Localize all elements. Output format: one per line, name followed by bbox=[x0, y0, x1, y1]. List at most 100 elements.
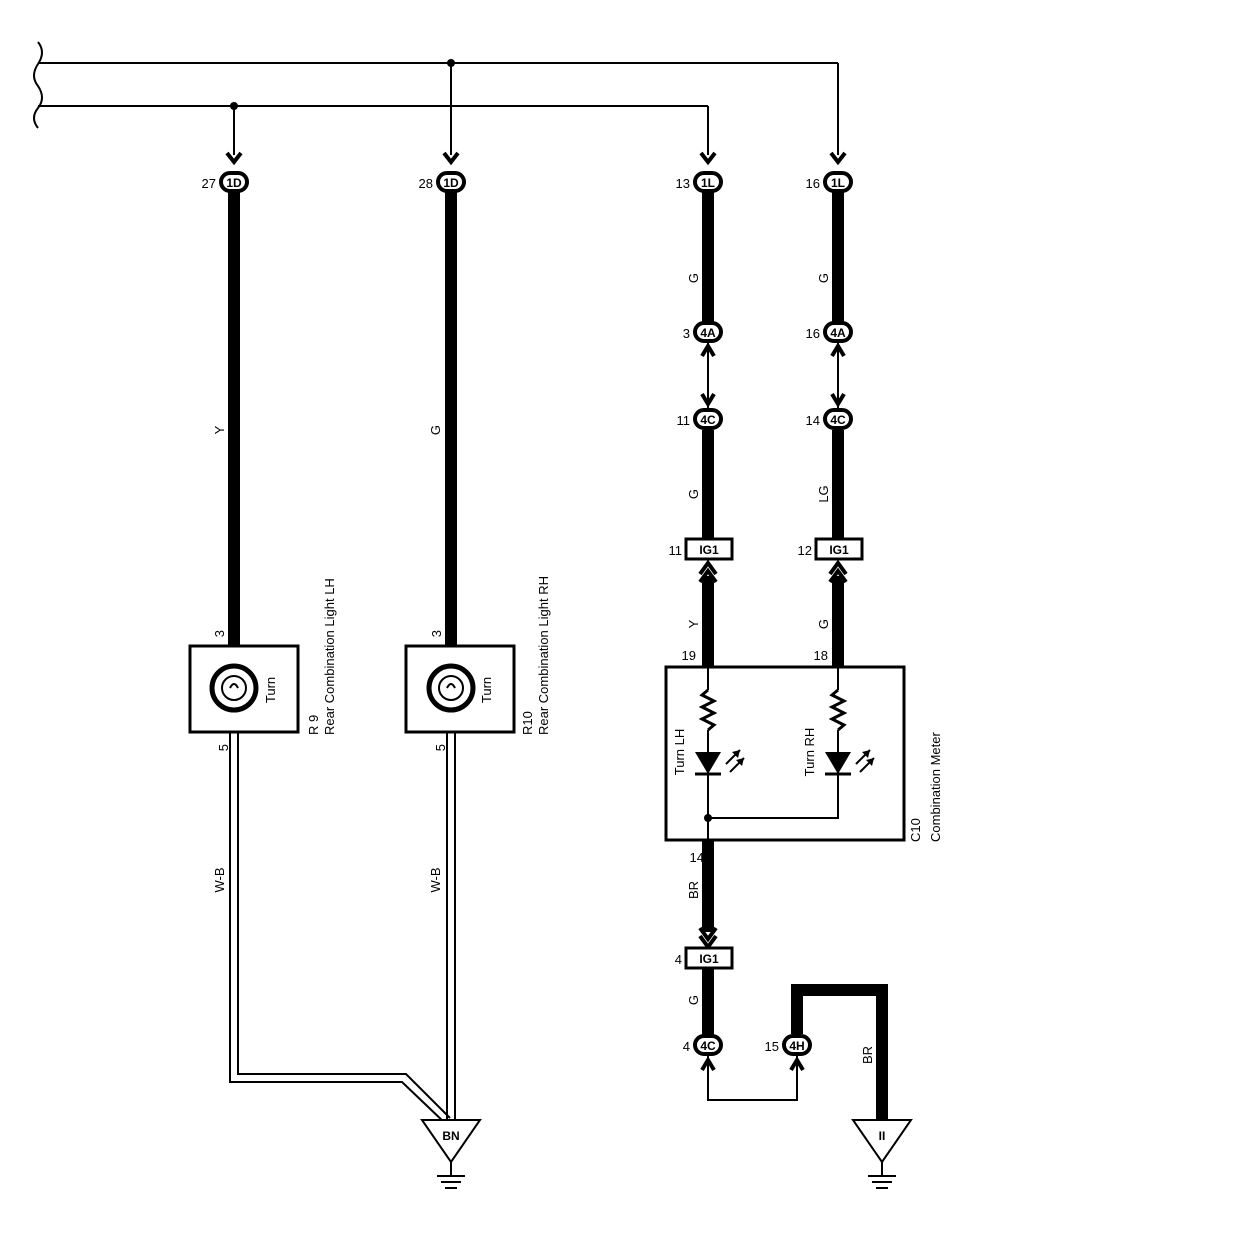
pin-number: 19 bbox=[682, 648, 696, 663]
indicator-label: Turn RH bbox=[802, 728, 817, 777]
wire-lh-main bbox=[228, 192, 240, 646]
component-name: Combination Meter bbox=[928, 732, 943, 842]
wire-c16-mid bbox=[832, 430, 844, 538]
wire-meter-out bbox=[702, 840, 714, 932]
pin-number: 16 bbox=[806, 176, 820, 191]
connector-27-1d: 1D 27 bbox=[202, 171, 249, 193]
wire-c13-mid bbox=[702, 430, 714, 538]
connector-14-4c: 4C 14 bbox=[806, 408, 853, 430]
connector-code: 1D bbox=[226, 176, 242, 190]
ground-code: II bbox=[879, 1129, 886, 1143]
pin-number: 14 bbox=[690, 850, 704, 865]
lamp-function-label: Turn bbox=[479, 677, 494, 703]
wire-color-label: G bbox=[686, 995, 701, 1005]
pin-number: 4 bbox=[683, 1039, 690, 1054]
arrow-up-icon bbox=[789, 1056, 805, 1072]
wire-c13-lower bbox=[702, 576, 714, 668]
arrow-up-icon bbox=[828, 559, 848, 576]
connector-code: IG1 bbox=[829, 543, 849, 557]
junction-dot bbox=[704, 814, 712, 822]
connector-code: 4C bbox=[700, 413, 716, 427]
indicator-label: Turn LH bbox=[672, 729, 687, 775]
wire-color-label: G bbox=[686, 273, 701, 283]
wire-color-label: Y bbox=[686, 619, 701, 628]
arrow-down-icon bbox=[700, 392, 716, 408]
component-id: R 9 bbox=[306, 715, 321, 735]
wire-color-label: G bbox=[428, 425, 443, 435]
led-icon bbox=[695, 752, 721, 774]
connector-4-ig1: IG1 4 bbox=[675, 946, 734, 970]
connector-13-1l: 1L 13 bbox=[676, 171, 723, 193]
wire-color-label: BR bbox=[860, 1046, 875, 1064]
led-icon bbox=[825, 752, 851, 774]
arrow-down-icon bbox=[698, 926, 718, 943]
arrow-up-icon bbox=[698, 559, 718, 576]
rear-combination-light-rh: Turn 3 5 R10 Rear Combination Light RH bbox=[404, 576, 551, 751]
connector-code: 4A bbox=[700, 326, 716, 340]
connector-4-4c: 4C 4 bbox=[683, 1034, 723, 1056]
resistor-icon bbox=[698, 688, 718, 732]
connector-11-ig1: IG1 11 bbox=[669, 537, 734, 561]
ground-point-ii: II bbox=[851, 1119, 913, 1189]
connector-code: 1L bbox=[831, 176, 845, 190]
wire-color-label: G bbox=[686, 489, 701, 499]
connector-code: 4C bbox=[830, 413, 846, 427]
combination-meter: 19 18 14 Turn LH Turn RH C10 Combination… bbox=[664, 648, 943, 865]
arrow-up-icon bbox=[700, 1056, 716, 1072]
wire-lh-ground bbox=[229, 732, 451, 1125]
lamp-function-label: Turn bbox=[263, 677, 278, 703]
wire-color-label: G bbox=[816, 619, 831, 629]
wire-color-label: BR bbox=[686, 881, 701, 899]
wire-rh-ground bbox=[446, 732, 456, 1120]
link-4a-4c-13 bbox=[700, 342, 716, 408]
wire-color-label: Y bbox=[212, 425, 227, 434]
connector-15-4h: 4H 15 bbox=[765, 1034, 812, 1056]
connector-code: 4A bbox=[830, 326, 846, 340]
pin-number: 11 bbox=[677, 413, 691, 428]
wire-ig1-to-4c bbox=[702, 969, 714, 1035]
pin-number: 28 bbox=[419, 176, 433, 191]
connector-code: IG1 bbox=[699, 543, 719, 557]
pin-number: 3 bbox=[429, 630, 444, 637]
pin-number: 27 bbox=[202, 176, 216, 191]
ground-code: BN bbox=[442, 1129, 459, 1143]
pin-number: 3 bbox=[683, 326, 690, 341]
wire-rh-main bbox=[445, 192, 457, 646]
pin-number: 3 bbox=[212, 630, 227, 637]
connector-16-1l: 1L 16 bbox=[806, 171, 853, 193]
pin-number: 16 bbox=[806, 326, 820, 341]
component-name: Rear Combination Light RH bbox=[536, 576, 551, 735]
link-4c-4h bbox=[700, 1056, 805, 1101]
connector-28-1d: 1D 28 bbox=[419, 171, 466, 193]
link-4a-4c-16 bbox=[830, 342, 846, 408]
component-id: R10 bbox=[520, 711, 535, 735]
wire-c13-upper bbox=[702, 192, 714, 322]
wire-c16-lower bbox=[832, 576, 844, 668]
pin-number: 13 bbox=[676, 176, 690, 191]
connector-code: 4C bbox=[700, 1039, 716, 1053]
connector-code: 1L bbox=[701, 176, 715, 190]
connector-12-ig1: IG1 12 bbox=[798, 537, 864, 561]
pin-number: 12 bbox=[798, 543, 812, 558]
wire-to-ground-ii bbox=[791, 984, 888, 1122]
rear-combination-light-lh: Turn 3 5 R 9 Rear Combination Light LH bbox=[188, 578, 337, 751]
wire-color-label: W-B bbox=[212, 867, 227, 892]
connector-11-4c: 4C 11 bbox=[677, 408, 723, 430]
arrow-down-icon bbox=[830, 392, 846, 408]
bus-junction-2 bbox=[230, 102, 238, 110]
bus-break-mark bbox=[33, 41, 43, 129]
wire-color-label: W-B bbox=[428, 867, 443, 892]
component-id: C10 bbox=[908, 818, 923, 842]
wire-color-label: G bbox=[816, 273, 831, 283]
wire-color-label: LG bbox=[816, 485, 831, 502]
pin-number: 15 bbox=[765, 1039, 779, 1054]
arrow-up-icon bbox=[700, 342, 716, 358]
wire-c16-upper bbox=[832, 192, 844, 322]
resistor-icon bbox=[828, 688, 848, 732]
bulb-filament-icon bbox=[446, 683, 456, 689]
connector-3-4a: 4A 3 bbox=[683, 321, 723, 343]
pin-number: 11 bbox=[669, 543, 683, 558]
bulb-filament-icon bbox=[229, 683, 239, 689]
connector-code: IG1 bbox=[699, 952, 719, 966]
